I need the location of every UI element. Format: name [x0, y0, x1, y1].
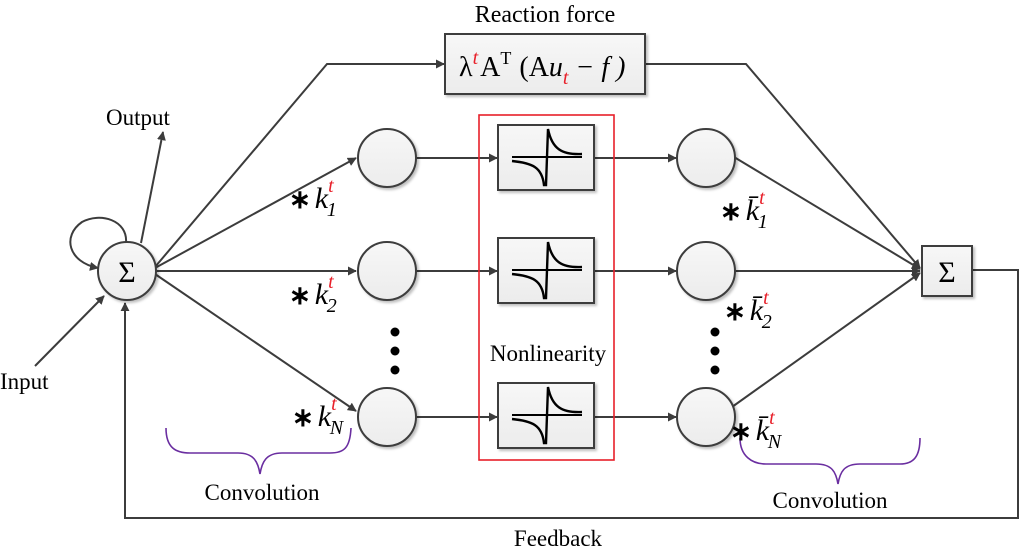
ellipsis-right [710, 327, 720, 375]
reaction-force-label: Reaction force [475, 2, 616, 28]
reaction-formula: λtAT(Aut − f ) [459, 47, 625, 89]
nonlinearity-block-3 [497, 382, 595, 449]
self-loop-arrow [69, 216, 128, 271]
deconv-node-1 [676, 128, 736, 188]
nonlinearity-curve-icon [511, 386, 583, 445]
deconv-node-n [676, 387, 736, 447]
merge-n-line [731, 272, 921, 408]
deconv-node-2 [676, 241, 736, 301]
convolution-label-left: Convolution [204, 480, 320, 505]
convolution-brace-left [165, 427, 352, 475]
convolution-label-right: Convolution [772, 488, 888, 513]
svg-text:λtAT(Aut − f ): λtAT(Aut − f ) [459, 47, 625, 89]
convolution-brace-right [739, 437, 921, 485]
reaction-branch-line [154, 59, 445, 268]
output-sum-node [921, 245, 973, 297]
ellipsis-left [390, 327, 400, 375]
nonlinearity-curve-icon [511, 241, 583, 300]
branch-1-line [154, 157, 357, 269]
input-sum-node [97, 241, 157, 301]
output-label: Output [106, 105, 171, 130]
nonlinearity-curve-icon [511, 128, 583, 187]
nonlinearity-block-1 [497, 124, 595, 191]
nonlinearity-label: Nonlinearity [490, 341, 607, 366]
conv-node-2 [357, 241, 417, 301]
branch-n-line [154, 273, 357, 412]
conv-node-n [357, 387, 417, 447]
nonlinearity-block-2 [497, 237, 595, 304]
merge-reaction-line [646, 63, 921, 269]
reaction-force-box [444, 33, 646, 95]
feedback-line [120, 269, 1019, 519]
input-arrow [34, 295, 105, 367]
output-arrow [140, 131, 166, 244]
nonlinearity-frame [478, 114, 615, 461]
input-label: Input [0, 369, 49, 394]
feedback-label: Feedback [514, 526, 603, 548]
sum-symbol-right: Σ [938, 256, 955, 289]
conv-node-1 [357, 128, 417, 188]
sum-symbol-left: Σ [118, 256, 135, 289]
merge-1-line [733, 156, 921, 270]
